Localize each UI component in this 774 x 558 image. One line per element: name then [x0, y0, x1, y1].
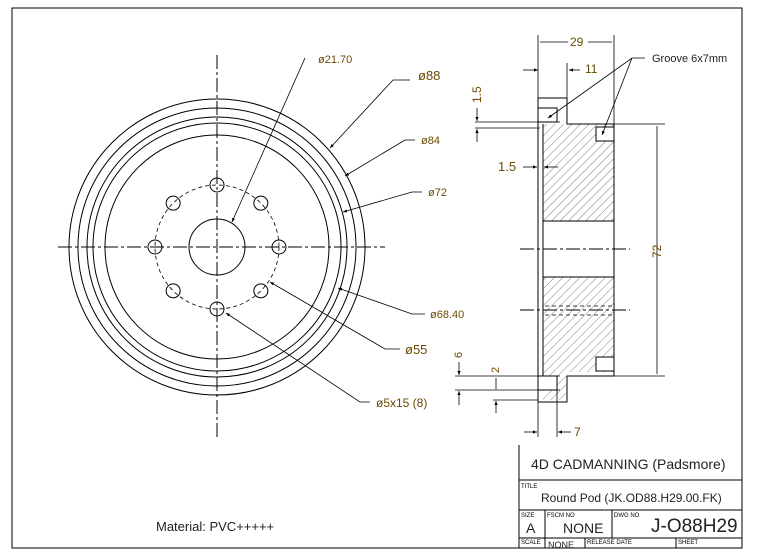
dim-72: ø72: [428, 187, 447, 199]
outer-circle-88: [68, 98, 366, 396]
circle-55: [104, 134, 330, 360]
groove-label: Groove 6x7mm: [652, 53, 727, 65]
dwg-number: J-O88H29: [651, 516, 738, 537]
groove-top-flange: [537, 107, 558, 123]
size-label: SIZE: [521, 513, 534, 519]
circle-84: [77, 107, 357, 387]
scale-value: NONE: [548, 540, 574, 550]
dim-width: 29: [570, 35, 584, 49]
bolt-hole: [147, 239, 163, 255]
bolt-hole: [271, 239, 287, 255]
title-block: 4D CADMANNING (Padsmore) TITLE Round Pod…: [518, 445, 742, 550]
bolt-hole: [209, 301, 225, 317]
dim-holes: ø5x15 (8): [376, 396, 427, 410]
title-label: TITLE: [521, 484, 537, 490]
drawing-title: Round Pod (JK.OD88.H29.00.FK): [541, 491, 722, 505]
dim-bore: ø21.70: [318, 54, 352, 66]
dim-flange: 11: [585, 62, 598, 76]
size-value: A: [526, 520, 536, 536]
bolt-hole: [165, 283, 181, 299]
dim-68: ø68.40: [430, 309, 464, 321]
bolt-hole: [253, 283, 269, 299]
sheet-border: [11, 7, 743, 549]
dim-outer: ø88: [418, 68, 440, 83]
dwg-label: DWG NO: [614, 513, 640, 519]
sheet-label: SHEET: [678, 540, 698, 546]
dim-bottom-6: 6: [453, 352, 465, 358]
dim-55: ø55: [405, 342, 427, 357]
release-date-label: RELEASE DATE: [587, 540, 632, 546]
dim-bottom-2: 2: [490, 367, 502, 373]
bolt-hole: [253, 195, 269, 211]
dim-bottom-7: 7: [574, 425, 581, 439]
material-label: Material: PVC+++++: [156, 519, 274, 534]
fscm-label: FSCM NO: [547, 513, 575, 519]
bolt-hole: [209, 177, 225, 193]
circle-72: [86, 116, 348, 378]
fscm-value: NONE: [563, 520, 603, 536]
circle-68: [92, 122, 342, 372]
bolt-circle: [154, 184, 280, 310]
groove-top: [595, 126, 615, 142]
dim-height: 72: [650, 244, 664, 258]
front-view: ø21.70 ø88 ø84 ø72 ø68.40 ø55 ø5x15 (8): [58, 54, 464, 440]
bolt-hole: [165, 195, 181, 211]
bolt-holes: [147, 177, 287, 317]
dim-top-step: 1.5: [470, 86, 484, 103]
groove-bottom-flange: [537, 375, 558, 391]
groove-bottom: [595, 356, 615, 372]
bore-circle: [188, 218, 246, 276]
dim-84: ø84: [421, 135, 440, 147]
dim-plate: 1.5: [498, 159, 516, 174]
scale-label: SCALE: [521, 540, 541, 546]
side-view: 29 11 Groove 6x7mm 1.5 1.5 72 6 2: [453, 35, 727, 439]
company-name: 4D CADMANNING (Padsmore): [531, 456, 725, 472]
